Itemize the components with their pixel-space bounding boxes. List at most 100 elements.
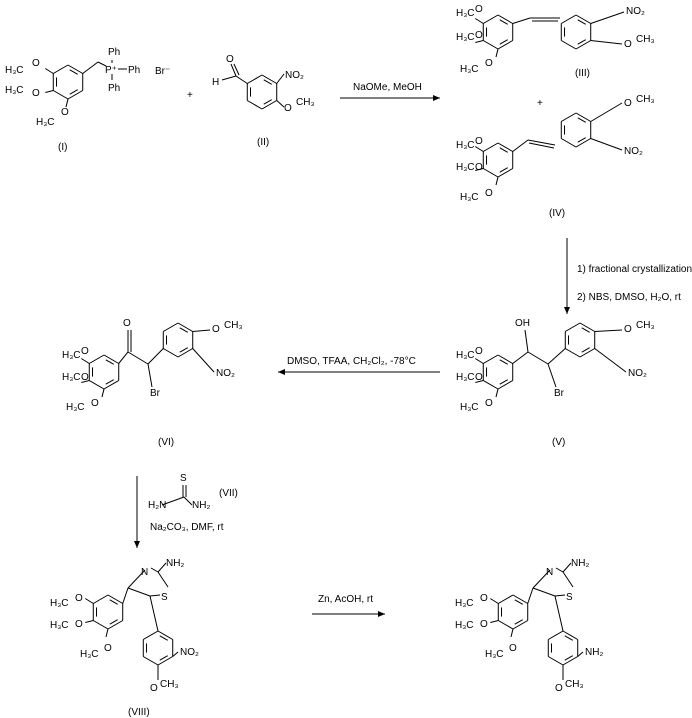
atom-label: CH₃ [636, 320, 655, 331]
ring-bond [497, 40, 513, 50]
ring-bond [497, 14, 513, 24]
arrowhead-icon [134, 541, 140, 548]
atom-label: CH₃ [565, 679, 584, 690]
ring-bond [157, 656, 173, 666]
ring-bond [565, 322, 581, 332]
ring-bond [561, 14, 577, 24]
double-bond [109, 619, 118, 625]
compound-label: (VII) [219, 488, 238, 499]
bond [490, 598, 499, 604]
atom-label: H₃C [456, 372, 475, 383]
atom-label: Ph [108, 83, 120, 94]
atom-label: P⁺ [105, 65, 117, 76]
bond [590, 102, 623, 122]
reagent-step5: Zn, AcOH, rt [318, 594, 373, 605]
atom-label: O [32, 58, 40, 69]
atom-label: H₃C [456, 32, 475, 43]
bond [230, 63, 237, 77]
ring-bond [93, 620, 109, 630]
double-bond [105, 359, 114, 365]
bond [495, 48, 499, 58]
atom-label: NH₂ [585, 647, 603, 658]
double-bond [577, 19, 586, 25]
bond [554, 594, 566, 597]
ring-bond [497, 354, 513, 364]
atom-label: Br [554, 388, 565, 399]
atom-label: H₃C [456, 162, 475, 173]
ring-bond [483, 354, 499, 364]
double-bond [499, 147, 508, 153]
ring-bond [498, 594, 514, 604]
ring-bond [579, 322, 595, 332]
bond [157, 562, 167, 573]
bond [149, 595, 159, 632]
atom-label: O [75, 593, 83, 604]
bond [547, 363, 557, 388]
atom-label: H₃C [5, 65, 24, 76]
atom-label: S [161, 592, 168, 603]
atom-label: NO₂ [624, 146, 643, 157]
ring-bond [565, 348, 581, 358]
compound-product: H₃C O H₃C O H₃C O N S NH₂ NH₂ O CH₃ [455, 558, 603, 694]
compound-I: H₃C O H₃C O H₃C O P⁺ Ph Ph Ph Br⁻ (I) [5, 47, 170, 153]
bond [594, 348, 627, 373]
atom-label: H₃C [455, 620, 474, 631]
atom-label: Ph [128, 65, 140, 76]
ring-bond [579, 348, 595, 358]
bond [150, 567, 159, 573]
compound-II: O H NO₂ O CH₃ (II) [212, 54, 315, 148]
atom-label: N [546, 567, 553, 578]
bond [81, 380, 90, 383]
ring-bond [512, 594, 528, 604]
ring-bond [575, 14, 591, 24]
atom-label: H₃C [80, 649, 99, 660]
atom-label: H₃C [456, 350, 475, 361]
atom-label: H₃C [455, 598, 474, 609]
atom-label: H₃C [485, 649, 504, 660]
bond [527, 587, 534, 604]
ring-bond [103, 380, 119, 390]
bond [577, 651, 584, 657]
double-bond [499, 359, 508, 365]
bond [475, 380, 484, 383]
double-bond [499, 19, 508, 25]
ring-bond [53, 64, 69, 74]
atom-label: NH₂ [166, 558, 184, 569]
atom-label: O [104, 643, 112, 654]
ring-bond [548, 656, 564, 666]
ring-bond [107, 594, 123, 604]
double-bond [499, 379, 508, 385]
reagent-step3: DMSO, TFAA, CH₂Cl₂, -78°C [287, 356, 416, 367]
arrowhead-icon [378, 611, 385, 617]
compound-label: (III) [575, 68, 590, 79]
atom-label: S [180, 473, 187, 484]
ring-bond [53, 90, 69, 100]
double-bond [109, 599, 118, 605]
atom-label: H₃C [460, 64, 479, 75]
ring-bond [483, 40, 499, 50]
ring-bond [483, 142, 499, 152]
atom-label: O [475, 372, 483, 383]
bond [235, 75, 248, 84]
double-bond [577, 39, 586, 45]
atom-label: NH₂ [192, 500, 210, 511]
atom-label: H [212, 77, 219, 88]
bond [149, 594, 161, 597]
ring-bond [247, 100, 263, 110]
compound-label: (VI) [158, 437, 174, 448]
ring-bond [143, 630, 159, 640]
ring-bond [163, 348, 179, 358]
bond [524, 329, 529, 353]
bond [45, 68, 54, 74]
bond [45, 90, 54, 93]
atom-label: O [284, 103, 292, 114]
ring-bond [561, 112, 577, 122]
double-bond [564, 635, 573, 641]
ring-bond [247, 74, 263, 84]
double-bond [577, 117, 586, 123]
ring-bond [261, 74, 277, 84]
atom-label: O [81, 346, 89, 357]
bond [490, 620, 499, 623]
bond [65, 98, 69, 108]
ring-bond [562, 656, 578, 666]
